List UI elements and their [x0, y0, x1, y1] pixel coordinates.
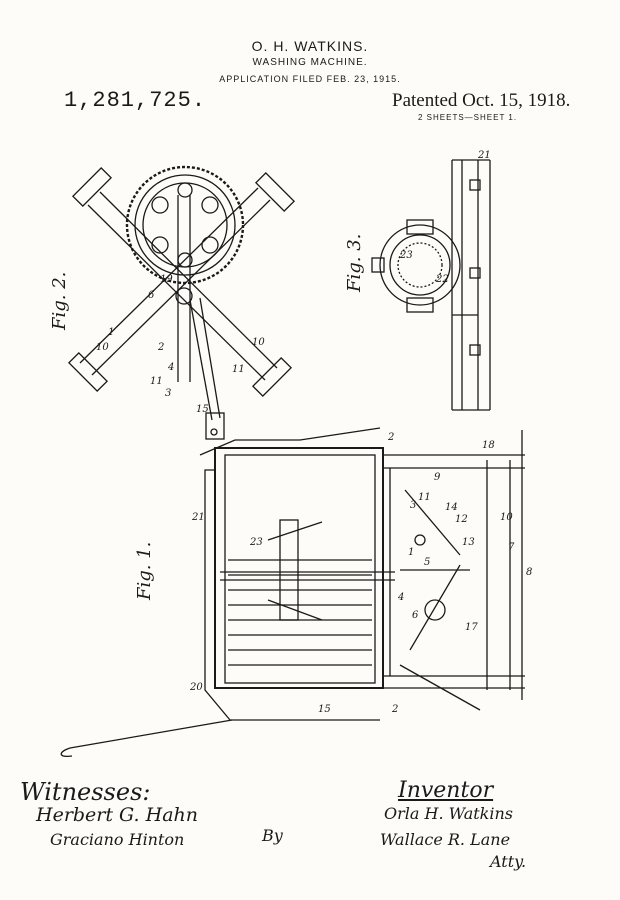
patented-date: Patented Oct. 15, 1918.	[392, 90, 571, 111]
ref-numeral: 23	[399, 250, 413, 261]
ref-numeral: 3	[410, 500, 416, 511]
ref-numeral: 6	[412, 610, 419, 621]
ref-numeral: 21	[477, 150, 491, 161]
ref-numeral: 15	[318, 704, 331, 715]
attorney-abbreviation: Atty.	[490, 852, 527, 871]
application-filed-date: APPLICATION FILED FEB. 23, 1915.	[219, 74, 401, 84]
ref-numeral: 3	[165, 388, 171, 399]
ref-numeral: 8	[526, 567, 532, 578]
ref-numeral: 4	[397, 592, 404, 603]
invention-title: WASHING MACHINE.	[252, 57, 368, 68]
ref-numeral: 1	[408, 547, 414, 558]
ref-numeral: 21	[191, 512, 205, 523]
ref-numeral: 1	[108, 327, 114, 338]
ref-numeral: 4	[167, 362, 174, 373]
fig-1-drawing	[60, 427, 525, 758]
ref-numeral: 19	[160, 274, 173, 285]
fig-2-label: Fig. 2.	[49, 272, 70, 331]
witness-signature: Graciano Hinton	[50, 830, 185, 849]
ref-numeral: 10	[252, 337, 265, 348]
ref-numeral: 2	[157, 342, 164, 353]
ref-numeral: 23	[249, 537, 263, 548]
attorney-signature: Wallace R. Lane	[380, 830, 511, 849]
ref-numeral: 15	[196, 404, 209, 415]
inventor-signature: Orla H. Watkins	[384, 804, 513, 823]
fig-1-label: Fig. 1.	[134, 542, 155, 601]
ref-numeral: 11	[418, 492, 431, 503]
ref-numeral: 6	[148, 290, 155, 301]
ref-numeral: 17	[465, 622, 478, 633]
ref-numeral: 14	[445, 502, 458, 513]
witnesses-label: Witnesses:	[20, 778, 151, 806]
inventor-name: O. H. WATKINS.	[251, 38, 369, 54]
patent-number: 1,281,725.	[64, 88, 207, 113]
by-label: By	[262, 826, 283, 845]
ref-numeral: 5	[424, 557, 430, 568]
witness-signature: Herbert G. Hahn	[36, 804, 199, 826]
fig-3-drawing	[371, 159, 491, 411]
ref-numeral: 22	[435, 274, 449, 285]
ref-numeral: 11	[150, 376, 163, 387]
ref-numeral: 2	[391, 704, 398, 715]
sheet-count: 2 SHEETS—SHEET 1.	[418, 113, 518, 122]
ref-numeral: 7	[508, 542, 515, 553]
fig-2-drawing	[67, 165, 296, 440]
ref-numeral: 18	[482, 440, 495, 451]
inventor-label: Inventor	[398, 778, 494, 803]
ref-numeral: 2	[387, 432, 394, 443]
fig-3-label: Fig. 3.	[344, 234, 365, 293]
ref-numeral: 11	[232, 364, 245, 375]
ref-numeral: 10	[96, 342, 109, 353]
ref-numeral: 12	[455, 514, 468, 525]
ref-numeral: 20	[189, 682, 203, 693]
ref-numeral: 10	[500, 512, 513, 523]
ref-numeral: 13	[462, 537, 475, 548]
ref-numeral: 9	[434, 472, 441, 483]
